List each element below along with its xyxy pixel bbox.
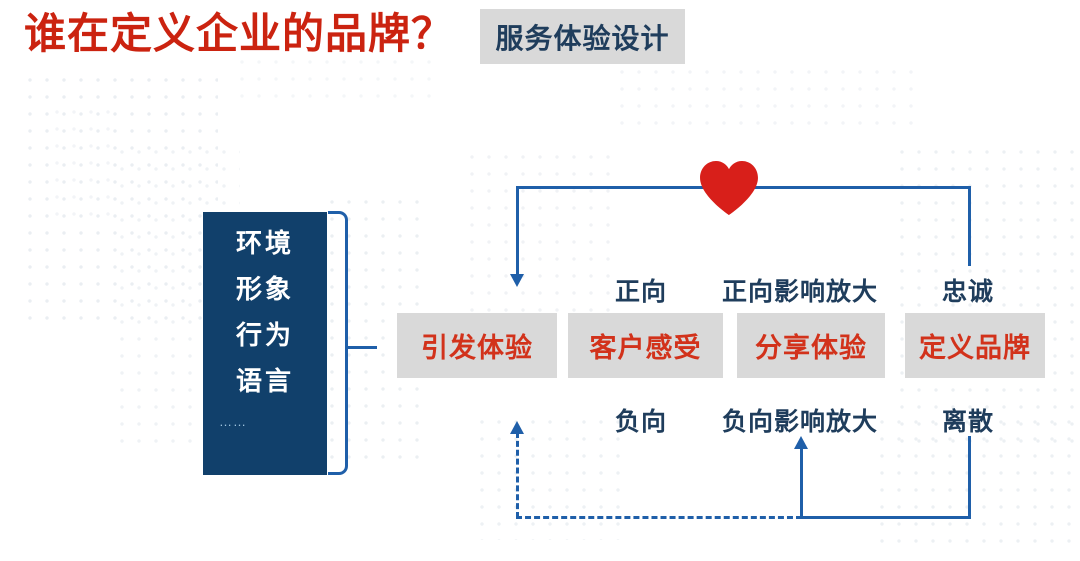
negative-loop-mid-line: [800, 448, 803, 519]
brand-attributes-panel: 环境 形象 行为 语言 ……: [203, 212, 327, 475]
attribute-item: 形象: [235, 274, 294, 304]
stage-box[interactable]: 定义品牌: [905, 313, 1045, 378]
stage-label: 定义品牌: [919, 333, 1031, 363]
background-dot-pattern: [880, 420, 1080, 550]
background-dot-pattern: [480, 420, 620, 540]
stage-label: 引发体验: [421, 333, 533, 363]
page-title: 谁在定义企业的品牌？: [24, 10, 455, 57]
negative-loop-mid-arrowhead: [794, 436, 808, 449]
attribute-item: 语言: [235, 366, 294, 396]
subtitle-badge: 服务体验设计: [480, 9, 685, 64]
stage-box[interactable]: 引发体验: [397, 313, 557, 378]
negative-label: 负向影响放大: [722, 408, 879, 436]
background-dot-pattern: [240, 60, 440, 110]
positive-loop-right-line: [968, 186, 971, 266]
stage-box[interactable]: 客户感受: [568, 313, 723, 378]
positive-label: 正向影响放大: [722, 278, 879, 306]
brace-bracket: [328, 211, 348, 475]
background-dot-pattern: [470, 155, 610, 325]
attribute-item: 环境: [235, 228, 294, 258]
negative-loop-dashed-bottom-line: [516, 516, 802, 519]
background-dot-pattern: [28, 78, 218, 328]
positive-loop-left-line: [516, 186, 519, 278]
stage-label: 分享体验: [755, 333, 867, 363]
negative-label: 离散: [942, 408, 995, 436]
subtitle-badge-label: 服务体验设计: [495, 22, 670, 54]
negative-loop-left-arrowhead: [510, 421, 524, 434]
negative-loop-bottom-line: [800, 516, 971, 519]
background-dot-pattern: [620, 70, 920, 130]
positive-label: 忠诚: [942, 278, 995, 306]
attribute-ellipsis: ……: [219, 414, 247, 429]
stage-box[interactable]: 分享体验: [737, 313, 885, 378]
negative-loop-dashed-left-line: [516, 432, 519, 518]
attribute-item: 行为: [235, 320, 294, 350]
negative-loop-right-line: [968, 436, 971, 519]
brace-bracket-stub: [345, 346, 377, 349]
background-dot-pattern: [55, 110, 115, 220]
positive-label: 正向: [615, 278, 668, 306]
positive-loop-arrowhead: [510, 274, 524, 287]
negative-label: 负向: [615, 408, 668, 436]
stage-label: 客户感受: [589, 333, 702, 363]
heart-icon: [698, 160, 760, 216]
